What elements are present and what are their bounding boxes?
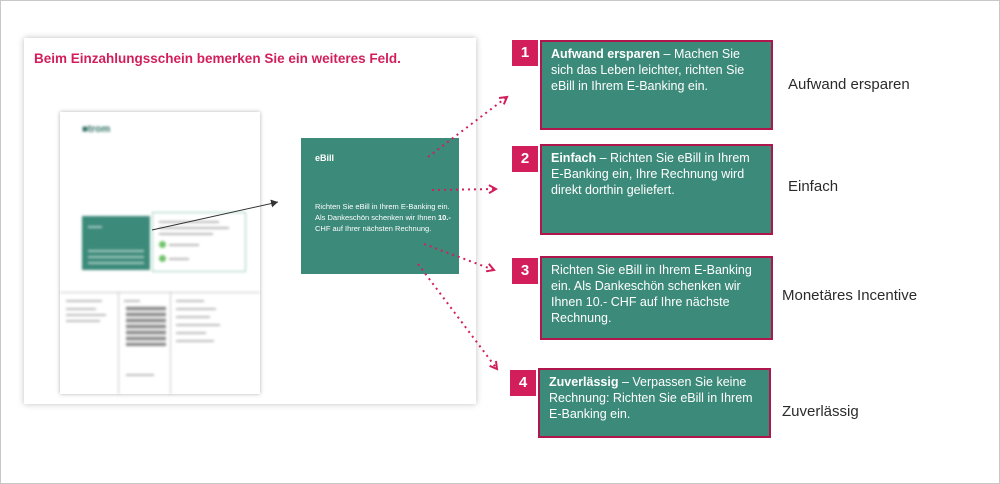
callout-3: Richten Sie eBill in Ihrem E-Banking ein… (540, 256, 773, 340)
invoice-logo: ■trom (82, 124, 111, 135)
invoice-document-thumbnail: ■trom (60, 112, 260, 394)
invoice-qr-code (126, 306, 166, 346)
callout-2: Einfach – Richten Sie eBill in Ihrem E-B… (540, 144, 773, 235)
invoice-separator-vertical (170, 292, 171, 394)
arrow-to-callout-2 (431, 189, 496, 190)
callout-1-number: 1 (512, 40, 538, 66)
callout-1: Aufwand ersparen – Machen Sie sich das L… (540, 40, 773, 130)
arrow-to-callout-4 (417, 263, 497, 369)
slide-heading: Beim Einzahlungsschein bemerken Sie ein … (34, 51, 401, 66)
callout-3-number: 3 (512, 258, 538, 284)
ebill-body: Richten Sie eBill in Ihrem E-Banking ein… (315, 202, 451, 233)
zoom-arrow (151, 199, 279, 231)
ebill-zoom-box: eBill Richten Sie eBill in Ihrem E-Banki… (301, 138, 459, 274)
callout-2-label: Einfach (788, 178, 839, 195)
callout-1-label: Aufwand ersparen (788, 76, 910, 93)
arrow-to-callout-1 (427, 97, 507, 158)
invoice-ebill-field (82, 216, 150, 270)
invoice-separator-vertical (118, 292, 119, 394)
callout-4-number: 4 (510, 370, 536, 396)
callout-4: Zuverlässig – Verpassen Sie keine Rechnu… (538, 368, 771, 438)
callout-4-label: Zuverlässig (782, 403, 859, 420)
arrow-to-callout-3 (423, 243, 494, 270)
ebill-title: eBill (315, 153, 335, 163)
invoice-info-panel (152, 212, 246, 272)
invoice-separator (60, 292, 260, 293)
callout-2-number: 2 (512, 146, 538, 172)
callout-3-label: Monetäres Incentive (782, 287, 918, 304)
slide-panel: Beim Einzahlungsschein bemerken Sie ein … (24, 38, 476, 404)
